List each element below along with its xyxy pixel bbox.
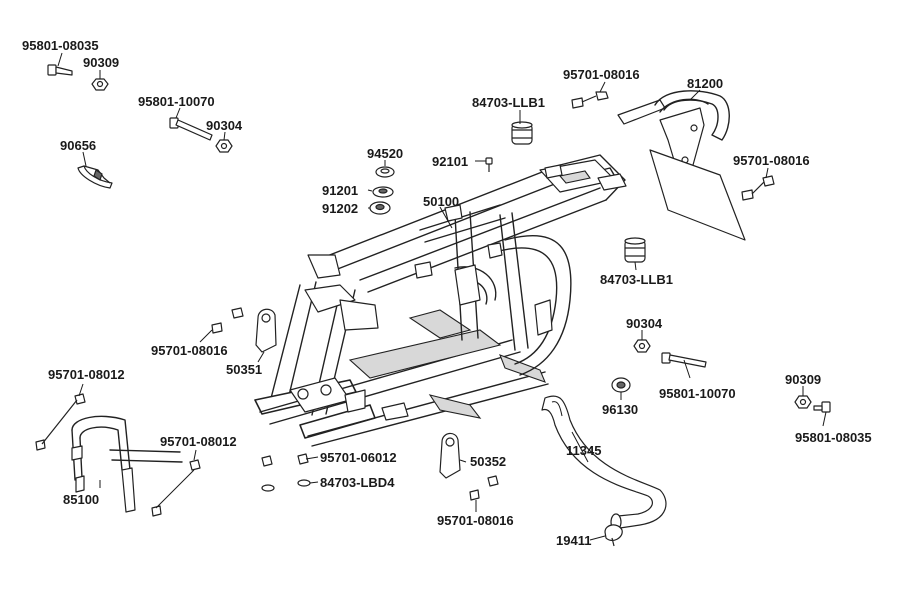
label-90304-top-left: 90304 [206, 118, 243, 133]
label-84703-lbd4: 84703-LBD4 [320, 475, 395, 490]
damper-84703-llb1-mid-drawing [624, 237, 646, 263]
label-94520: 94520 [367, 146, 403, 161]
strap-90656-drawing [77, 165, 113, 189]
nut-90304-top-left-drawing [215, 139, 233, 153]
bushing-91202-drawing [369, 201, 391, 215]
washer-84703-lbd4-drawing [261, 479, 311, 492]
clamp-19411-drawing [604, 524, 623, 547]
label-95801-08035-top-left: 95801-08035 [22, 38, 99, 53]
screw-92101-drawing [485, 157, 493, 172]
label-95701-08016-top: 95701-08016 [563, 67, 640, 82]
label-95701-08012-b: 95701-08012 [160, 434, 237, 449]
bushing-91201-drawing [372, 186, 394, 198]
label-95701-08016-left: 95701-08016 [151, 343, 228, 358]
label-85100: 85100 [63, 492, 99, 507]
nut-90309-top-left-drawing [91, 78, 109, 91]
washer-94520-drawing [375, 166, 395, 178]
rear-bracket-81200-drawing [617, 90, 746, 241]
guard-85100-drawing [71, 415, 183, 513]
bolt-95701-06012-drawing [261, 453, 309, 467]
label-95701-08012-a: 95701-08012 [48, 367, 125, 382]
bracket-50352-drawing [439, 432, 461, 479]
label-95701-08016-bottom: 95701-08016 [437, 513, 514, 528]
label-91202: 91202 [322, 201, 358, 216]
bolt-95701-08012-b-drawing [151, 459, 201, 517]
label-50100: 50100 [423, 194, 459, 209]
label-50352: 50352 [470, 454, 506, 469]
bolt-95701-08012-a-drawing [35, 393, 86, 451]
label-95701-08016-right: 95701-08016 [733, 153, 810, 168]
label-19411: 19411 [556, 533, 591, 548]
label-92101: 92101 [432, 154, 468, 169]
label-90656: 90656 [60, 138, 96, 153]
bolt-95701-08016-right-drawing [741, 175, 775, 201]
damper-84703-llb1-top-drawing [511, 121, 533, 145]
bolt-95701-08016-left-drawing [211, 307, 244, 334]
spacer-96130-drawing [611, 377, 631, 393]
bolt-95801-10070-top-left-drawing [169, 117, 213, 141]
leader-lines [57, 52, 827, 541]
main-frame-drawing [254, 154, 627, 447]
label-84703-llb1-mid: 84703-LLB1 [600, 272, 673, 287]
bracket-50351-drawing [255, 308, 277, 353]
label-81200: 81200 [687, 76, 723, 91]
label-95801-10070-top-left: 95801-10070 [138, 94, 215, 109]
nut-90304-mid-drawing [633, 339, 651, 353]
label-90309-right: 90309 [785, 372, 821, 387]
label-95701-06012: 95701-06012 [320, 450, 397, 465]
bolt-95801-10070-mid-drawing [661, 352, 707, 368]
label-95801-10070-mid: 95801-10070 [659, 386, 736, 401]
label-11345: 11345 [566, 443, 601, 458]
label-90304-mid: 90304 [626, 316, 663, 331]
bolt-95701-08016-top-drawing [571, 91, 609, 109]
label-95801-08035-right: 95801-08035 [795, 430, 872, 445]
bolt-95801-08035-right-drawing [813, 401, 831, 413]
nut-90309-right-drawing [794, 395, 812, 409]
label-91201: 91201 [322, 183, 358, 198]
bolt-95701-08016-bottom-drawing [469, 475, 499, 501]
label-84703-llb1-top: 84703-LLB1 [472, 95, 545, 110]
label-90309-top-left: 90309 [83, 55, 119, 70]
bolt-95801-08035-top-left-drawing [47, 64, 73, 76]
label-50351: 50351 [226, 362, 262, 377]
label-96130: 96130 [602, 402, 638, 417]
